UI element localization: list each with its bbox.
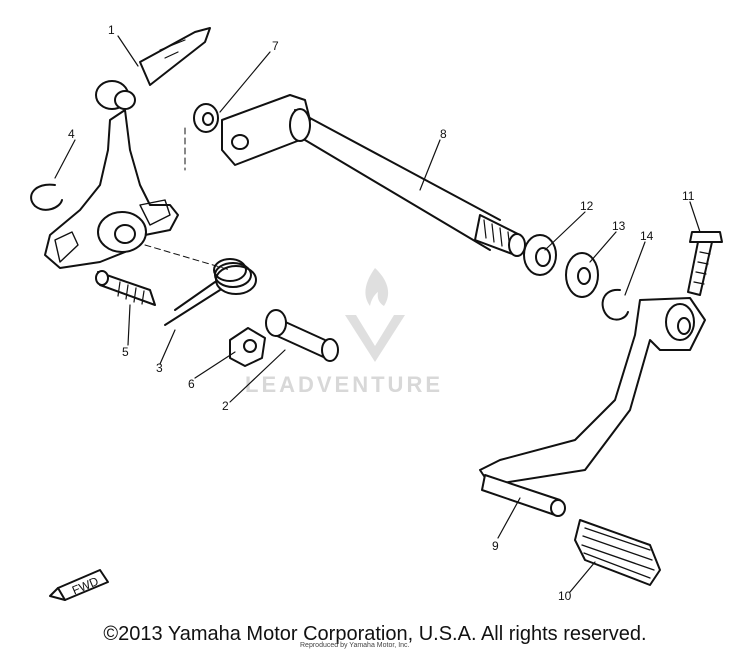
callout-6: 6 [188,377,195,391]
part-8-shift-shaft [221,94,526,257]
part-10-pedal-rubber [574,519,661,586]
part-14-circlip [601,288,629,321]
part-3-spring [164,258,257,326]
callout-labels: 1 2 3 4 5 6 7 8 9 10 11 12 13 14 FWD [68,23,695,603]
part-12-seal [523,234,557,276]
callout-5: 5 [122,345,129,359]
callout-13: 13 [612,219,626,233]
callout-14: 14 [640,229,654,243]
callout-4: 4 [68,127,75,141]
fwd-marker [49,569,109,601]
part-1-shift-arm [44,27,211,269]
alignment-lines [144,127,231,271]
copyright-notice: ©2013 Yamaha Motor Corporation, U.S.A. A… [103,623,647,645]
part-6-nut [229,327,266,367]
callout-12: 12 [580,199,594,213]
part-7-washer [193,103,219,133]
watermark-text: LEADVENTURE [245,372,443,397]
part-9-shift-pedal [479,297,706,517]
printed-note: Reproduced by Yamaha Motor, Inc. [300,642,410,649]
watermark-flame-icon [365,268,389,306]
callout-2: 2 [222,399,229,413]
watermark-v-icon [345,315,405,362]
callout-3: 3 [156,361,163,375]
part-13-washer [565,252,599,298]
leader-lines [54,35,701,593]
watermark: LEADVENTURE [245,268,443,397]
callout-11: 11 [682,189,695,203]
part-4-circlip [30,183,63,211]
parts [30,27,723,601]
callout-10: 10 [558,589,572,603]
part-2-collar [265,309,339,362]
fwd-marker-text: FWD [70,574,101,598]
callout-7: 7 [272,39,279,53]
callout-1: 1 [108,23,115,37]
callout-9: 9 [492,539,499,553]
part-5-pin [95,270,156,306]
part-11-bolt [687,231,723,296]
callout-8: 8 [440,127,447,141]
